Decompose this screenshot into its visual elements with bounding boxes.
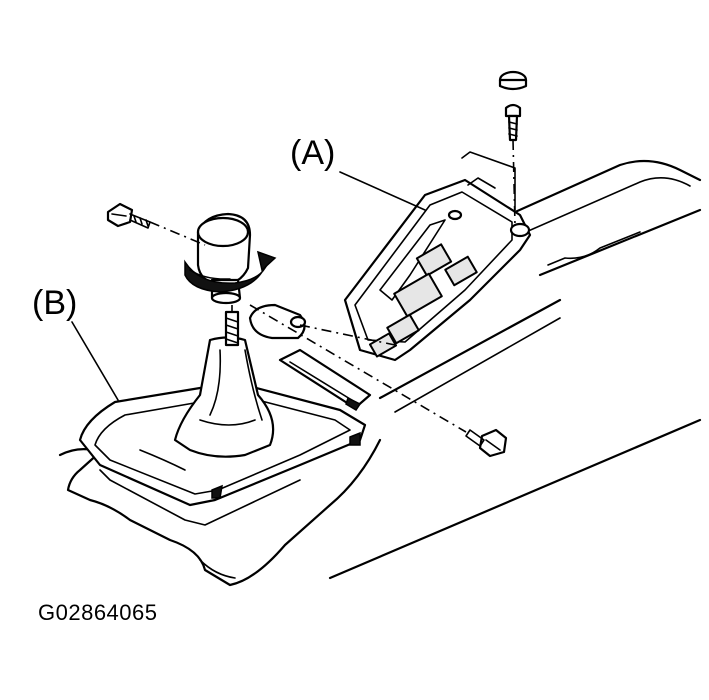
shift-bezel-plate [278, 348, 372, 412]
assembly-guide-lines [149, 139, 516, 433]
leader-b [71, 321, 119, 401]
callout-label-b: (B) [32, 284, 77, 322]
console-trim-panel-a [343, 151, 532, 362]
leader-lines [71, 171, 426, 401]
rotate-arrow-icon [184, 250, 277, 293]
leader-a [339, 171, 426, 211]
switch-slot [368, 332, 398, 358]
screw-right [465, 428, 508, 458]
switch-slot [444, 255, 478, 287]
callout-label-a: (A) [290, 134, 335, 172]
switch-slot [386, 313, 420, 345]
screw-left [106, 202, 151, 229]
screw-top [498, 70, 528, 142]
console-body [58, 159, 702, 587]
figure-code: G02864065 [38, 600, 158, 625]
switch-slot [393, 272, 443, 318]
screw-hole [509, 222, 531, 238]
switch-slot [415, 243, 453, 277]
shift-boot-assembly-b [78, 310, 367, 526]
